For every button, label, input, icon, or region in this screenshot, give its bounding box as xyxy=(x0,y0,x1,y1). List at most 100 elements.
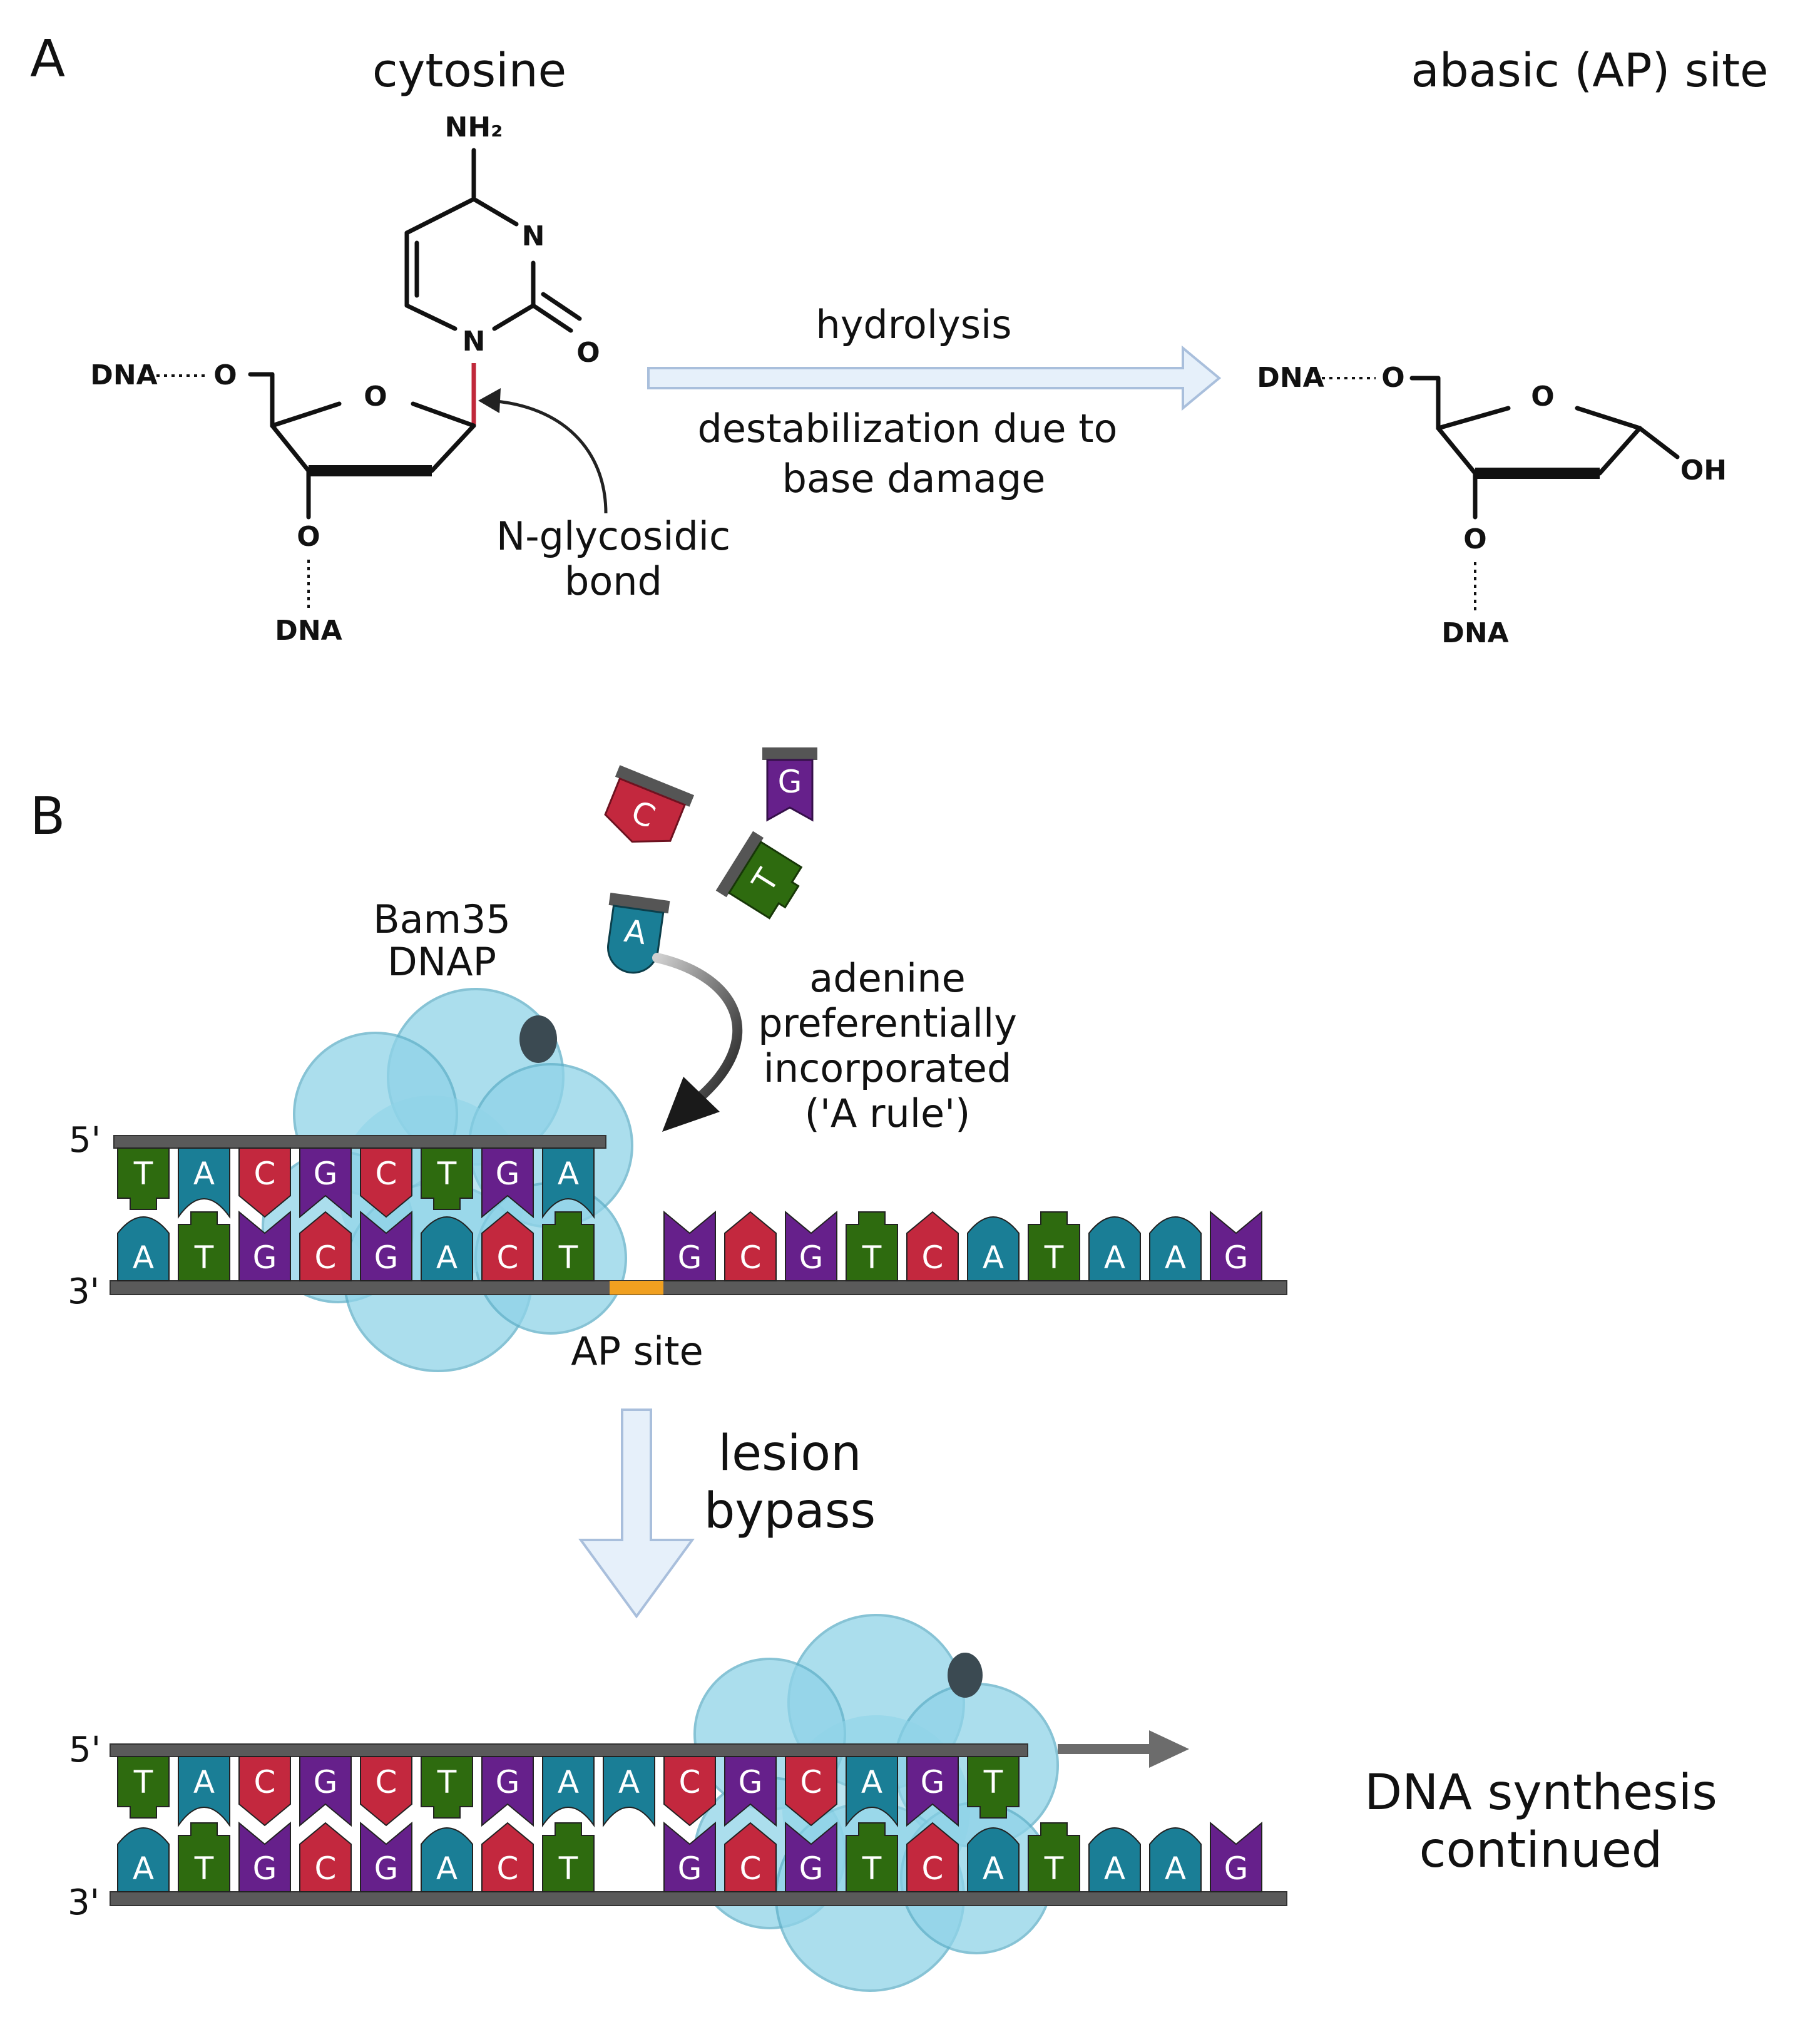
hydrolysis-arrow xyxy=(647,345,1222,411)
base-c xyxy=(906,1211,959,1281)
base-a xyxy=(542,1147,595,1219)
base-letter: A xyxy=(1104,1850,1125,1887)
ap-site-label: AP site xyxy=(571,1328,703,1374)
base-a xyxy=(1149,1216,1202,1281)
template-bottom-backbone-2 xyxy=(110,1891,1287,1906)
continued-label-line1: DNA synthesis xyxy=(1364,1765,1717,1821)
atom-o2: O xyxy=(576,337,600,369)
base-c xyxy=(724,1822,777,1892)
base-letter: G xyxy=(374,1239,399,1276)
base-letter: T xyxy=(558,1239,578,1276)
base-t xyxy=(178,1822,230,1892)
incorporation-arrow xyxy=(652,953,743,1107)
base-letter: T xyxy=(1044,1239,1064,1276)
base-g xyxy=(785,1210,837,1281)
ap-atom-o3: O xyxy=(1463,523,1486,555)
base-letter: G xyxy=(314,1764,338,1800)
base-letter: C xyxy=(922,1850,944,1887)
base-g xyxy=(299,1147,352,1219)
abasic-structure: DNA O O OH O DNA xyxy=(1257,362,1727,649)
base-letter: C xyxy=(740,1850,762,1887)
panel-letter-a: A xyxy=(30,29,65,89)
base-letter: G xyxy=(799,1850,824,1887)
base-t xyxy=(846,1822,898,1892)
atom-nh2: NH₂ xyxy=(445,111,503,143)
destabilization-line1: destabilization due to xyxy=(698,406,1118,451)
base-t xyxy=(117,1756,170,1819)
base-a xyxy=(1088,1216,1141,1281)
five-prime-label-1: 5' xyxy=(69,1120,101,1161)
base-c xyxy=(663,1756,716,1827)
base-letter: A xyxy=(1165,1239,1186,1276)
base-a xyxy=(542,1756,595,1828)
atom-ring-o: O xyxy=(364,381,387,413)
atom-o3: O xyxy=(297,521,320,553)
base-letter: C xyxy=(315,1239,337,1276)
ap-atom-ring-o: O xyxy=(1531,381,1554,413)
base-letter: G xyxy=(1224,1850,1249,1887)
base-letter: A xyxy=(1104,1239,1125,1276)
base-letter: C xyxy=(254,1764,276,1800)
base-a xyxy=(421,1216,473,1281)
base-g xyxy=(481,1756,534,1827)
ap-dna-3prime-label: DNA xyxy=(1441,617,1508,649)
bypass-label-line2: bypass xyxy=(704,1483,876,1539)
base-t xyxy=(846,1211,898,1281)
base-g xyxy=(360,1210,412,1281)
base-letter: C xyxy=(800,1764,822,1800)
base-g xyxy=(785,1821,837,1892)
a-rule-line4: ('A rule') xyxy=(805,1090,971,1136)
cytosine-structure: NH₂ N O N O O DNA O DNA N-glycosidic xyxy=(90,111,730,647)
base-c xyxy=(360,1147,412,1218)
dna-5prime-label: DNA xyxy=(90,359,157,391)
ap-atom-oh: OH xyxy=(1680,454,1727,486)
base-t xyxy=(117,1147,170,1210)
base-a xyxy=(421,1827,473,1892)
base-g xyxy=(724,1756,777,1827)
free-nucleotide-c: C xyxy=(604,765,695,843)
base-t xyxy=(178,1211,230,1281)
base-letter: G xyxy=(678,1239,702,1276)
incorporation-arrowhead xyxy=(662,1077,720,1132)
base-letter: G xyxy=(1224,1239,1249,1276)
base-g xyxy=(238,1210,291,1281)
base-c xyxy=(481,1822,534,1892)
base-a xyxy=(117,1216,170,1281)
base-a xyxy=(178,1147,230,1219)
base-letter: T xyxy=(1044,1850,1064,1887)
polymerase-label-line2: DNAP xyxy=(387,939,496,985)
free-nucleotide-g: G xyxy=(762,747,817,822)
base-letter: T xyxy=(558,1850,578,1887)
base-c xyxy=(299,1211,352,1281)
ap-site-title: abasic (AP) site xyxy=(1411,44,1768,98)
base-g xyxy=(663,1210,716,1281)
base-c xyxy=(785,1756,837,1827)
base-letter: T xyxy=(437,1156,457,1192)
base-letter: T xyxy=(983,1764,1003,1800)
bypass-label-line1: lesion xyxy=(718,1425,861,1482)
base-a xyxy=(603,1756,655,1828)
base-letter: C xyxy=(922,1239,944,1276)
free-nucleotide-a: A xyxy=(606,892,670,974)
base-c xyxy=(906,1822,959,1892)
base-letter: C xyxy=(679,1764,701,1800)
ap-dna-5prime-label: DNA xyxy=(1257,362,1324,394)
base-letter: G xyxy=(799,1239,824,1276)
destabilization-line2: base damage xyxy=(782,456,1046,501)
base-letter: T xyxy=(437,1764,457,1800)
dna-3prime-label: DNA xyxy=(275,615,342,647)
free-nucleotide-t: T xyxy=(715,831,803,920)
panel-letter-b: B xyxy=(30,787,65,846)
base-letter: C xyxy=(376,1764,397,1800)
polymerase-label-line1: Bam35 xyxy=(373,896,511,942)
base-letter: T xyxy=(133,1764,153,1800)
base-letter: G xyxy=(496,1156,520,1192)
template-bottom-backbone xyxy=(110,1280,1287,1295)
atom-n1: N xyxy=(463,326,486,357)
